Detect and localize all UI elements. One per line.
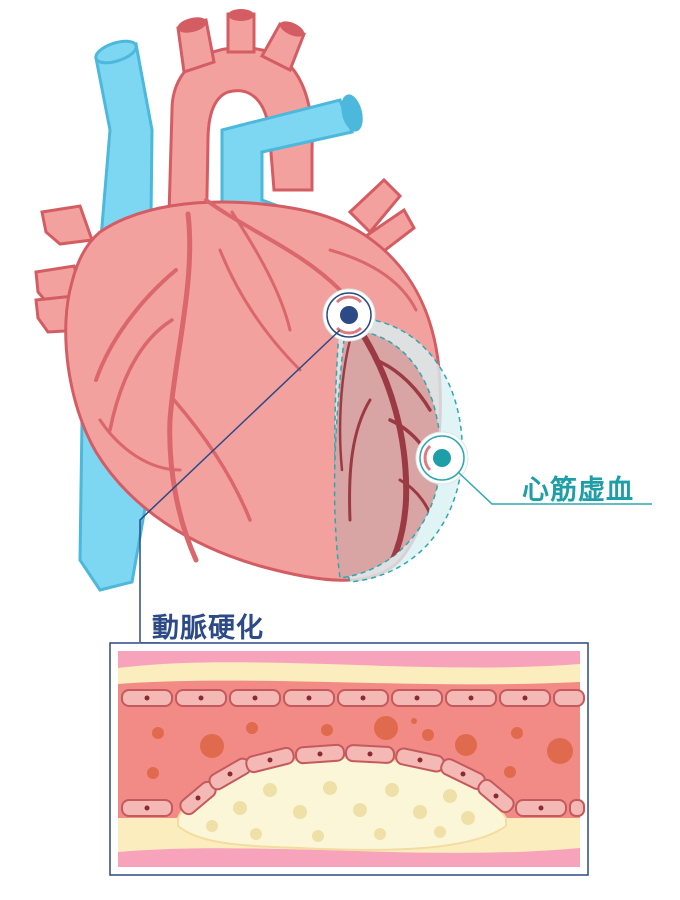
atherosclerosis-label: 動脈硬化: [152, 613, 264, 644]
atherosclerosis-marker: [139, 288, 376, 644]
ischemia-marker: [415, 431, 652, 505]
endothelium-top: [121, 689, 585, 707]
ischemia-label: 心筋虚血: [522, 475, 634, 506]
artery-cross-section: [109, 642, 589, 876]
atherosclerosis-leader: [139, 329, 341, 642]
aorta: [166, 9, 314, 252]
endothelium-bottom: [121, 743, 585, 817]
ischemia-leader: [457, 471, 652, 505]
plaque-lipids: [206, 781, 475, 842]
blood-cells: [147, 716, 573, 779]
coronary-arteries: [94, 198, 418, 563]
